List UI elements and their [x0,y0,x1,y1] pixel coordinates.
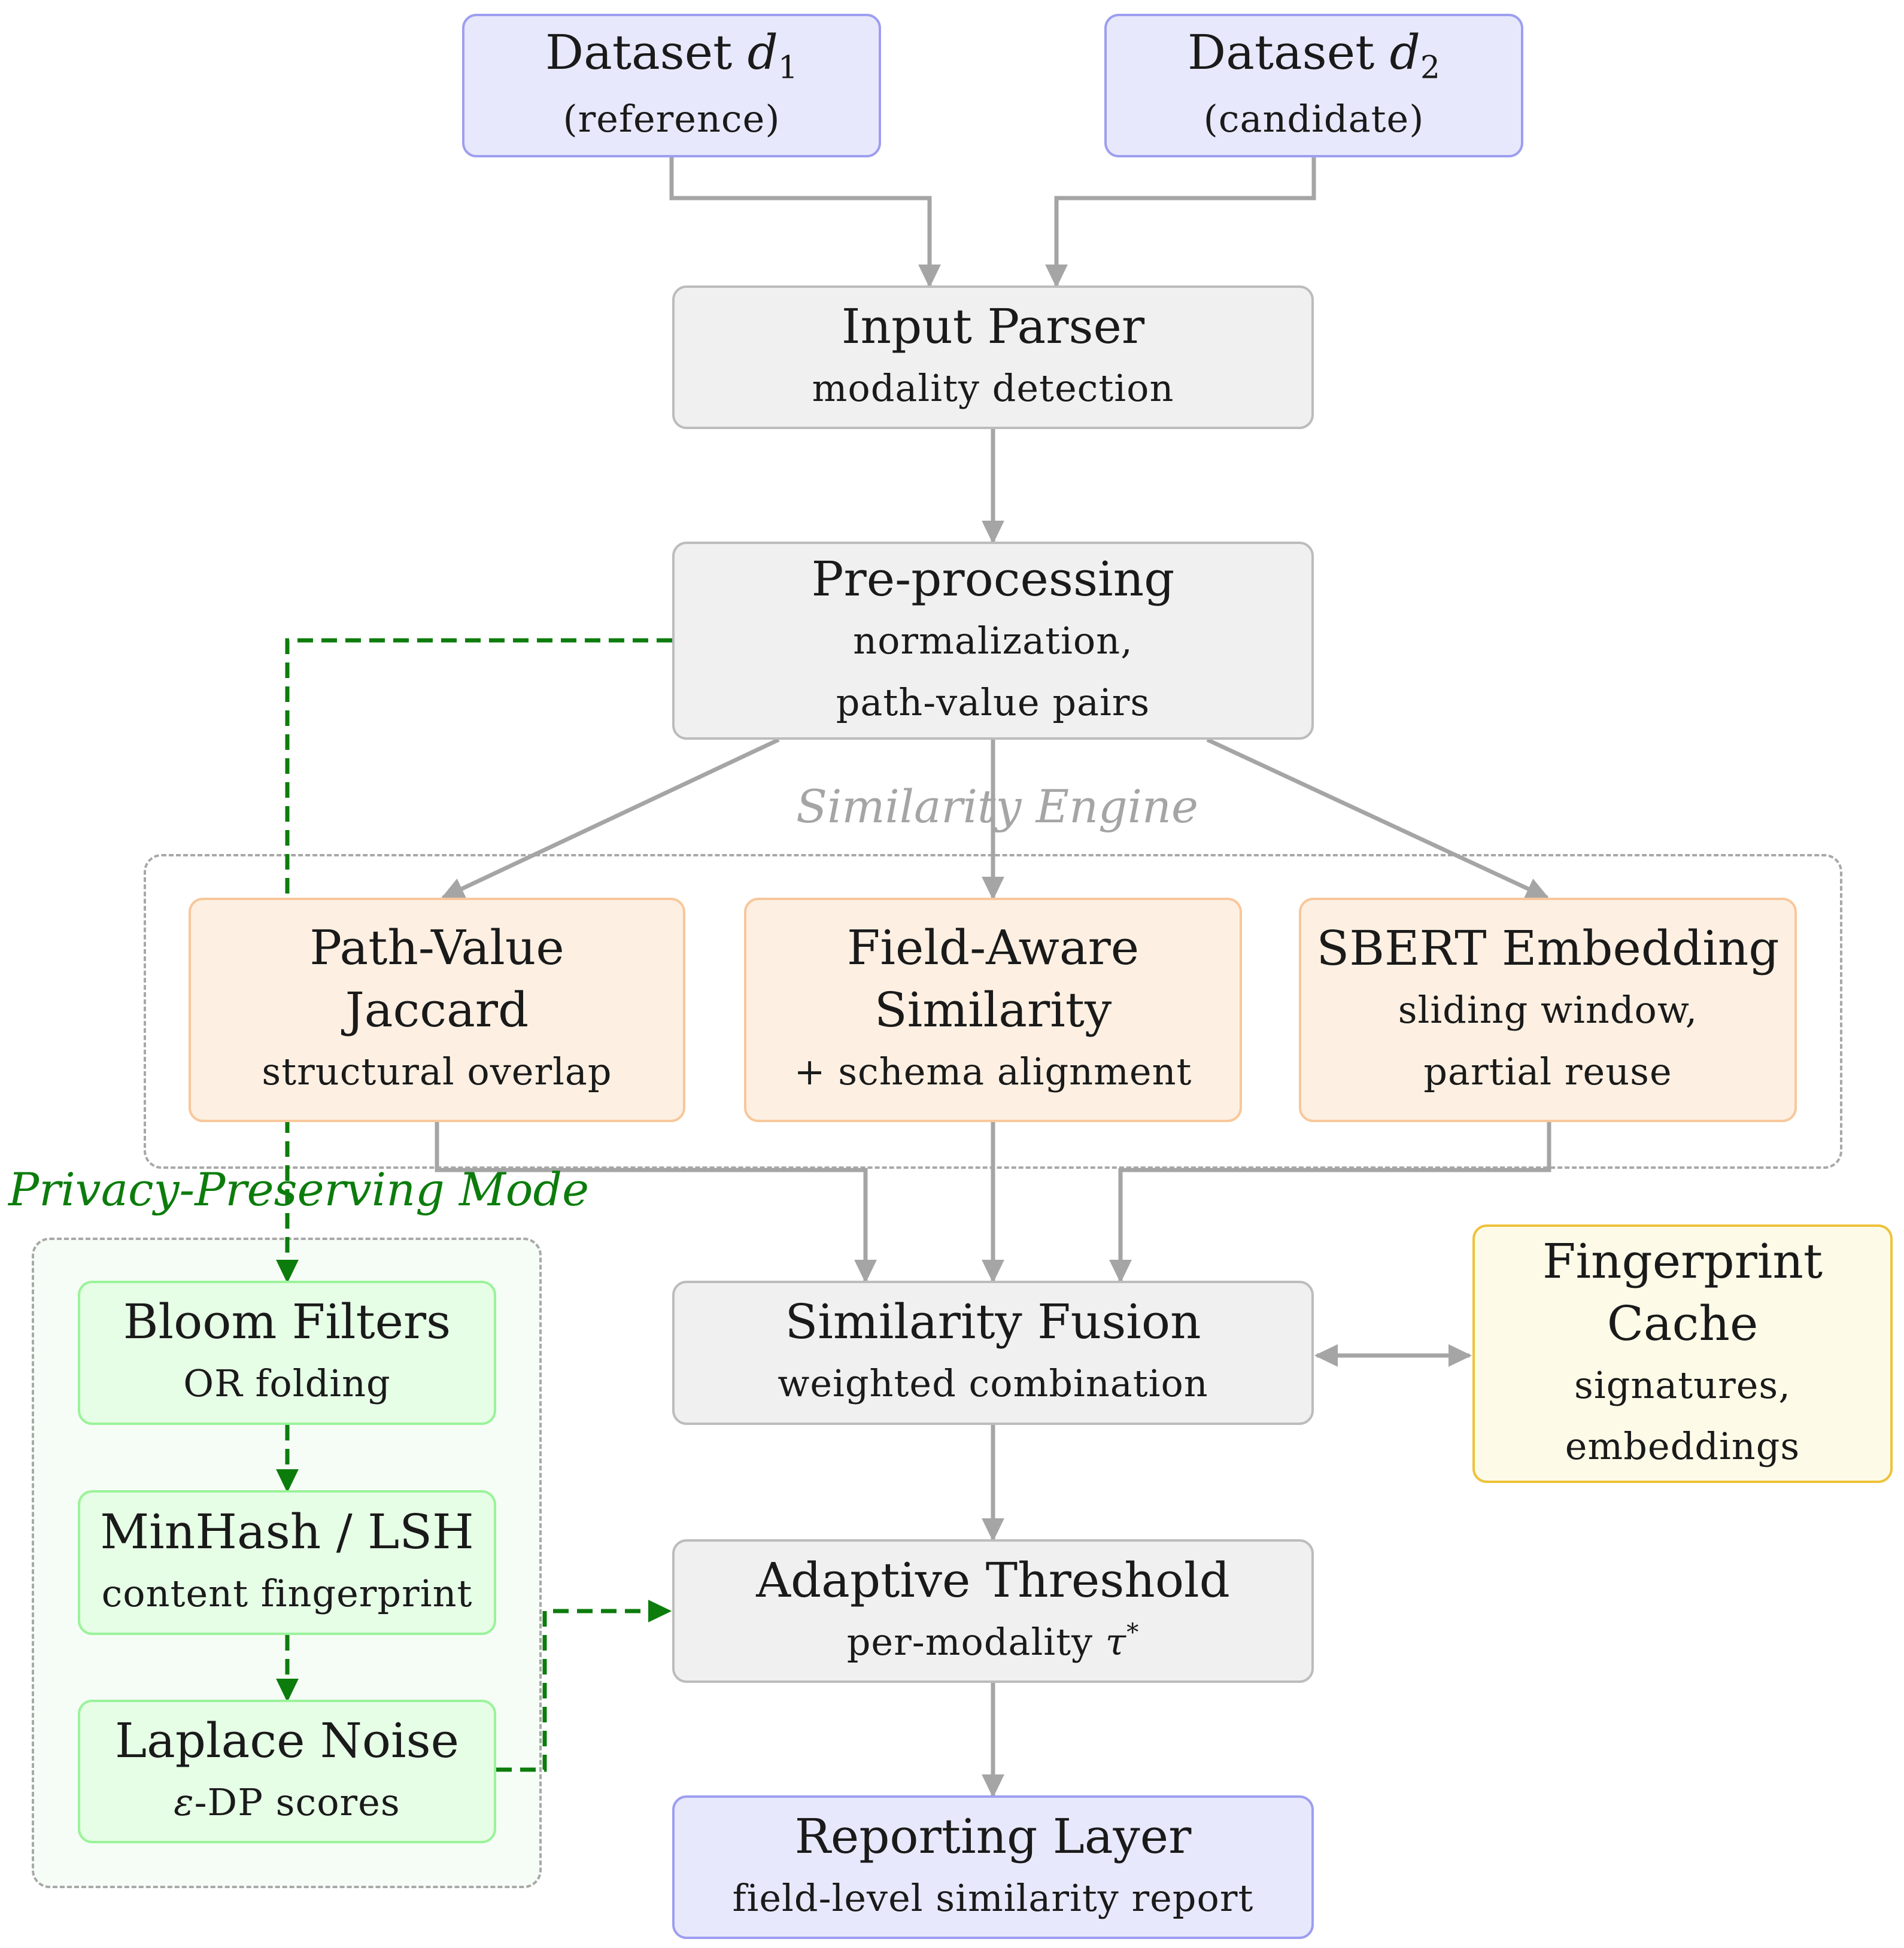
preprocessing-note-2: path-value pairs [836,680,1150,724]
arrow-dataset2-to-parser [1045,157,1316,288]
path-value-jaccard-title-2: Jaccard [345,982,529,1038]
similarity-engine-label: Similarity Engine [796,780,1198,833]
arrow-sbert-to-fusion [1109,1122,1551,1284]
fingerprint-cache-note-1: signatures, [1574,1363,1791,1407]
arrow-pvjaccard-to-fusion [435,1122,877,1284]
bloom-filters-title: Bloom Filters [123,1294,451,1350]
dataset-d2-note: (candidate) [1203,96,1425,141]
preprocessing-title: Pre-processing [811,551,1175,607]
dataset-d2-node: Dataset d2 (candidate) [1104,14,1523,157]
minhash-lsh-node: MinHash / LSH content fingerprint [78,1490,496,1635]
fingerprint-cache-note-2: embeddings [1565,1424,1800,1468]
dataset-d1-title: Dataset d1 [545,24,798,86]
field-aware-title-1: Field-Aware [846,920,1140,976]
adaptive-threshold-title: Adaptive Threshold [756,1552,1230,1608]
laplace-noise-node: Laplace Noise ε-DP scores [78,1700,496,1843]
arrow-preproc-to-pvjaccard [441,737,780,900]
bloom-filters-note: OR folding [183,1362,391,1406]
reporting-layer-title: Reporting Layer [794,1808,1192,1864]
fingerprint-cache-title-1: Fingerprint [1542,1233,1823,1289]
input-parser-note: modality detection [812,366,1174,410]
input-parser-node: Input Parser modality detection [672,285,1314,429]
adaptive-threshold-node: Adaptive Threshold per-modality τ* [672,1539,1314,1683]
field-aware-note: + schema alignment [794,1050,1192,1094]
similarity-fusion-title: Similarity Fusion [785,1294,1201,1350]
minhash-lsh-title: MinHash / LSH [100,1503,474,1560]
path-value-jaccard-title-1: Path-Value [309,920,564,976]
minhash-lsh-note: content fingerprint [101,1571,473,1615]
similarity-fusion-node: Similarity Fusion weighted combination [672,1281,1314,1425]
sbert-title: SBERT Embedding [1316,920,1780,977]
input-parser-title: Input Parser [841,298,1145,354]
dataset-d1-node: Dataset d1 (reference) [462,14,881,157]
arrow-laplace-to-threshold [496,1600,672,1772]
sbert-note-2: partial reuse [1423,1049,1672,1093]
sbert-embedding-node: SBERT Embedding sliding window, partial … [1299,898,1797,1122]
laplace-noise-title: Laplace Noise [114,1712,460,1768]
reporting-layer-note: field-level similarity report [732,1876,1254,1920]
fingerprint-cache-node: Fingerprint Cache signatures, embeddings [1472,1224,1893,1483]
field-aware-title-2: Similarity [874,982,1112,1038]
preprocessing-note-1: normalization, [853,619,1133,663]
dataset-d1-note: (reference) [563,96,781,141]
fingerprint-cache-title-2: Cache [1607,1295,1759,1351]
laplace-noise-note: ε-DP scores [174,1780,400,1824]
bloom-filters-node: Bloom Filters OR folding [78,1281,496,1425]
field-aware-similarity-node: Field-Aware Similarity + schema alignmen… [744,898,1242,1122]
path-value-jaccard-note: structural overlap [262,1050,612,1094]
arrow-preproc-to-sbert [1206,737,1550,900]
preprocessing-node: Pre-processing normalization, path-value… [672,542,1314,740]
similarity-fusion-note: weighted combination [778,1362,1208,1406]
adaptive-threshold-note: per-modality τ* [846,1618,1140,1664]
reporting-layer-node: Reporting Layer field-level similarity r… [672,1795,1314,1939]
arrow-preproc-to-bloom [276,638,672,1284]
arrow-dataset1-to-parser [669,157,941,288]
dataset-d2-title: Dataset d2 [1188,24,1440,86]
sbert-note-1: sliding window, [1398,988,1698,1032]
privacy-mode-label: Privacy-Preserving Mode [8,1163,590,1216]
path-value-jaccard-node: Path-Value Jaccard structural overlap [189,898,685,1122]
